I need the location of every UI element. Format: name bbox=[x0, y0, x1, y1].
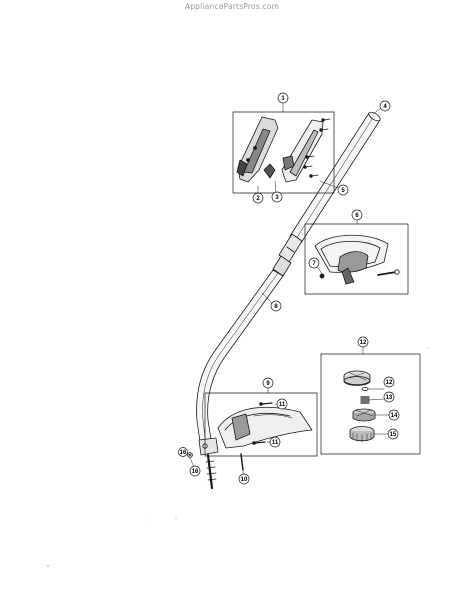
scan-specks bbox=[47, 347, 429, 567]
callout-1-label: 1 bbox=[281, 96, 285, 102]
callout-3: 3 bbox=[271, 191, 283, 203]
callout-11-lower: 11 bbox=[269, 436, 281, 448]
callout-12: 12 bbox=[357, 336, 369, 348]
callout-8: 8 bbox=[270, 300, 282, 312]
handle-screws bbox=[303, 118, 331, 178]
callout-7: 7 bbox=[308, 257, 320, 269]
watermark-text: AppliancePartsPros.com bbox=[184, 2, 280, 11]
guard-assembly-box bbox=[304, 223, 409, 295]
washer bbox=[361, 386, 369, 391]
callout-6-label: 6 bbox=[355, 213, 359, 219]
callout-4: 4 bbox=[379, 100, 391, 112]
callout-16-lower-label: 16 bbox=[180, 450, 187, 456]
upper-shaft-tube bbox=[289, 111, 381, 244]
callout-2: 2 bbox=[252, 192, 264, 204]
callout-5-label: 5 bbox=[341, 188, 345, 194]
shield-screws bbox=[240, 402, 273, 471]
callout-11-upper: 11 bbox=[276, 398, 288, 410]
callout-14: 14 bbox=[388, 409, 400, 421]
callout-13: 13 bbox=[383, 391, 395, 403]
callout-16: 16 bbox=[189, 465, 201, 477]
upper-guard bbox=[314, 234, 389, 285]
callout-10-label: 10 bbox=[241, 477, 248, 483]
spool-housing bbox=[349, 426, 375, 443]
shaft-clamp bbox=[198, 437, 219, 490]
callout-10: 10 bbox=[238, 473, 250, 485]
callout-9: 9 bbox=[262, 377, 274, 389]
callout-5: 5 bbox=[337, 184, 349, 196]
callout-1: 1 bbox=[277, 92, 289, 104]
callout-13-label: 13 bbox=[386, 395, 393, 401]
callout-12-label: 12 bbox=[360, 340, 367, 346]
deflector-shield bbox=[217, 406, 313, 449]
callout-11-upper-label: 11 bbox=[279, 402, 286, 408]
callout-15: 15 bbox=[387, 428, 399, 440]
handle-assembly-box bbox=[232, 111, 335, 194]
shaft-coupler bbox=[272, 233, 303, 277]
callout-9-label: 9 bbox=[266, 381, 270, 387]
throttle-trigger bbox=[263, 163, 276, 179]
callout-16-lower: 16 bbox=[178, 447, 188, 457]
callout-14-label: 14 bbox=[391, 413, 398, 419]
callout-7-label: 7 bbox=[312, 261, 316, 267]
clamp-nut bbox=[187, 452, 193, 458]
callout-16-label: 16 bbox=[192, 469, 199, 475]
callout-2-label: 2 bbox=[256, 196, 260, 202]
line-spool bbox=[352, 408, 376, 422]
callout-4-label: 4 bbox=[383, 104, 387, 110]
callout-15-label: 15 bbox=[390, 432, 397, 438]
deflector-shield-box bbox=[204, 392, 318, 457]
callout-11-lower-label: 11 bbox=[272, 440, 279, 446]
trimmer-head-box bbox=[320, 353, 421, 455]
spring bbox=[360, 396, 370, 404]
callout-12-right: 12 bbox=[383, 376, 395, 388]
callout-6: 6 bbox=[351, 209, 363, 221]
callout-12-right-label: 12 bbox=[386, 380, 393, 386]
guard-screws bbox=[319, 269, 400, 279]
handle-half-right bbox=[281, 119, 324, 183]
handle-half-left bbox=[236, 116, 279, 183]
leader-lines bbox=[189, 102, 390, 475]
spool-cap bbox=[343, 370, 371, 386]
callout-3-label: 3 bbox=[275, 195, 279, 201]
callout-8-label: 8 bbox=[274, 304, 278, 310]
